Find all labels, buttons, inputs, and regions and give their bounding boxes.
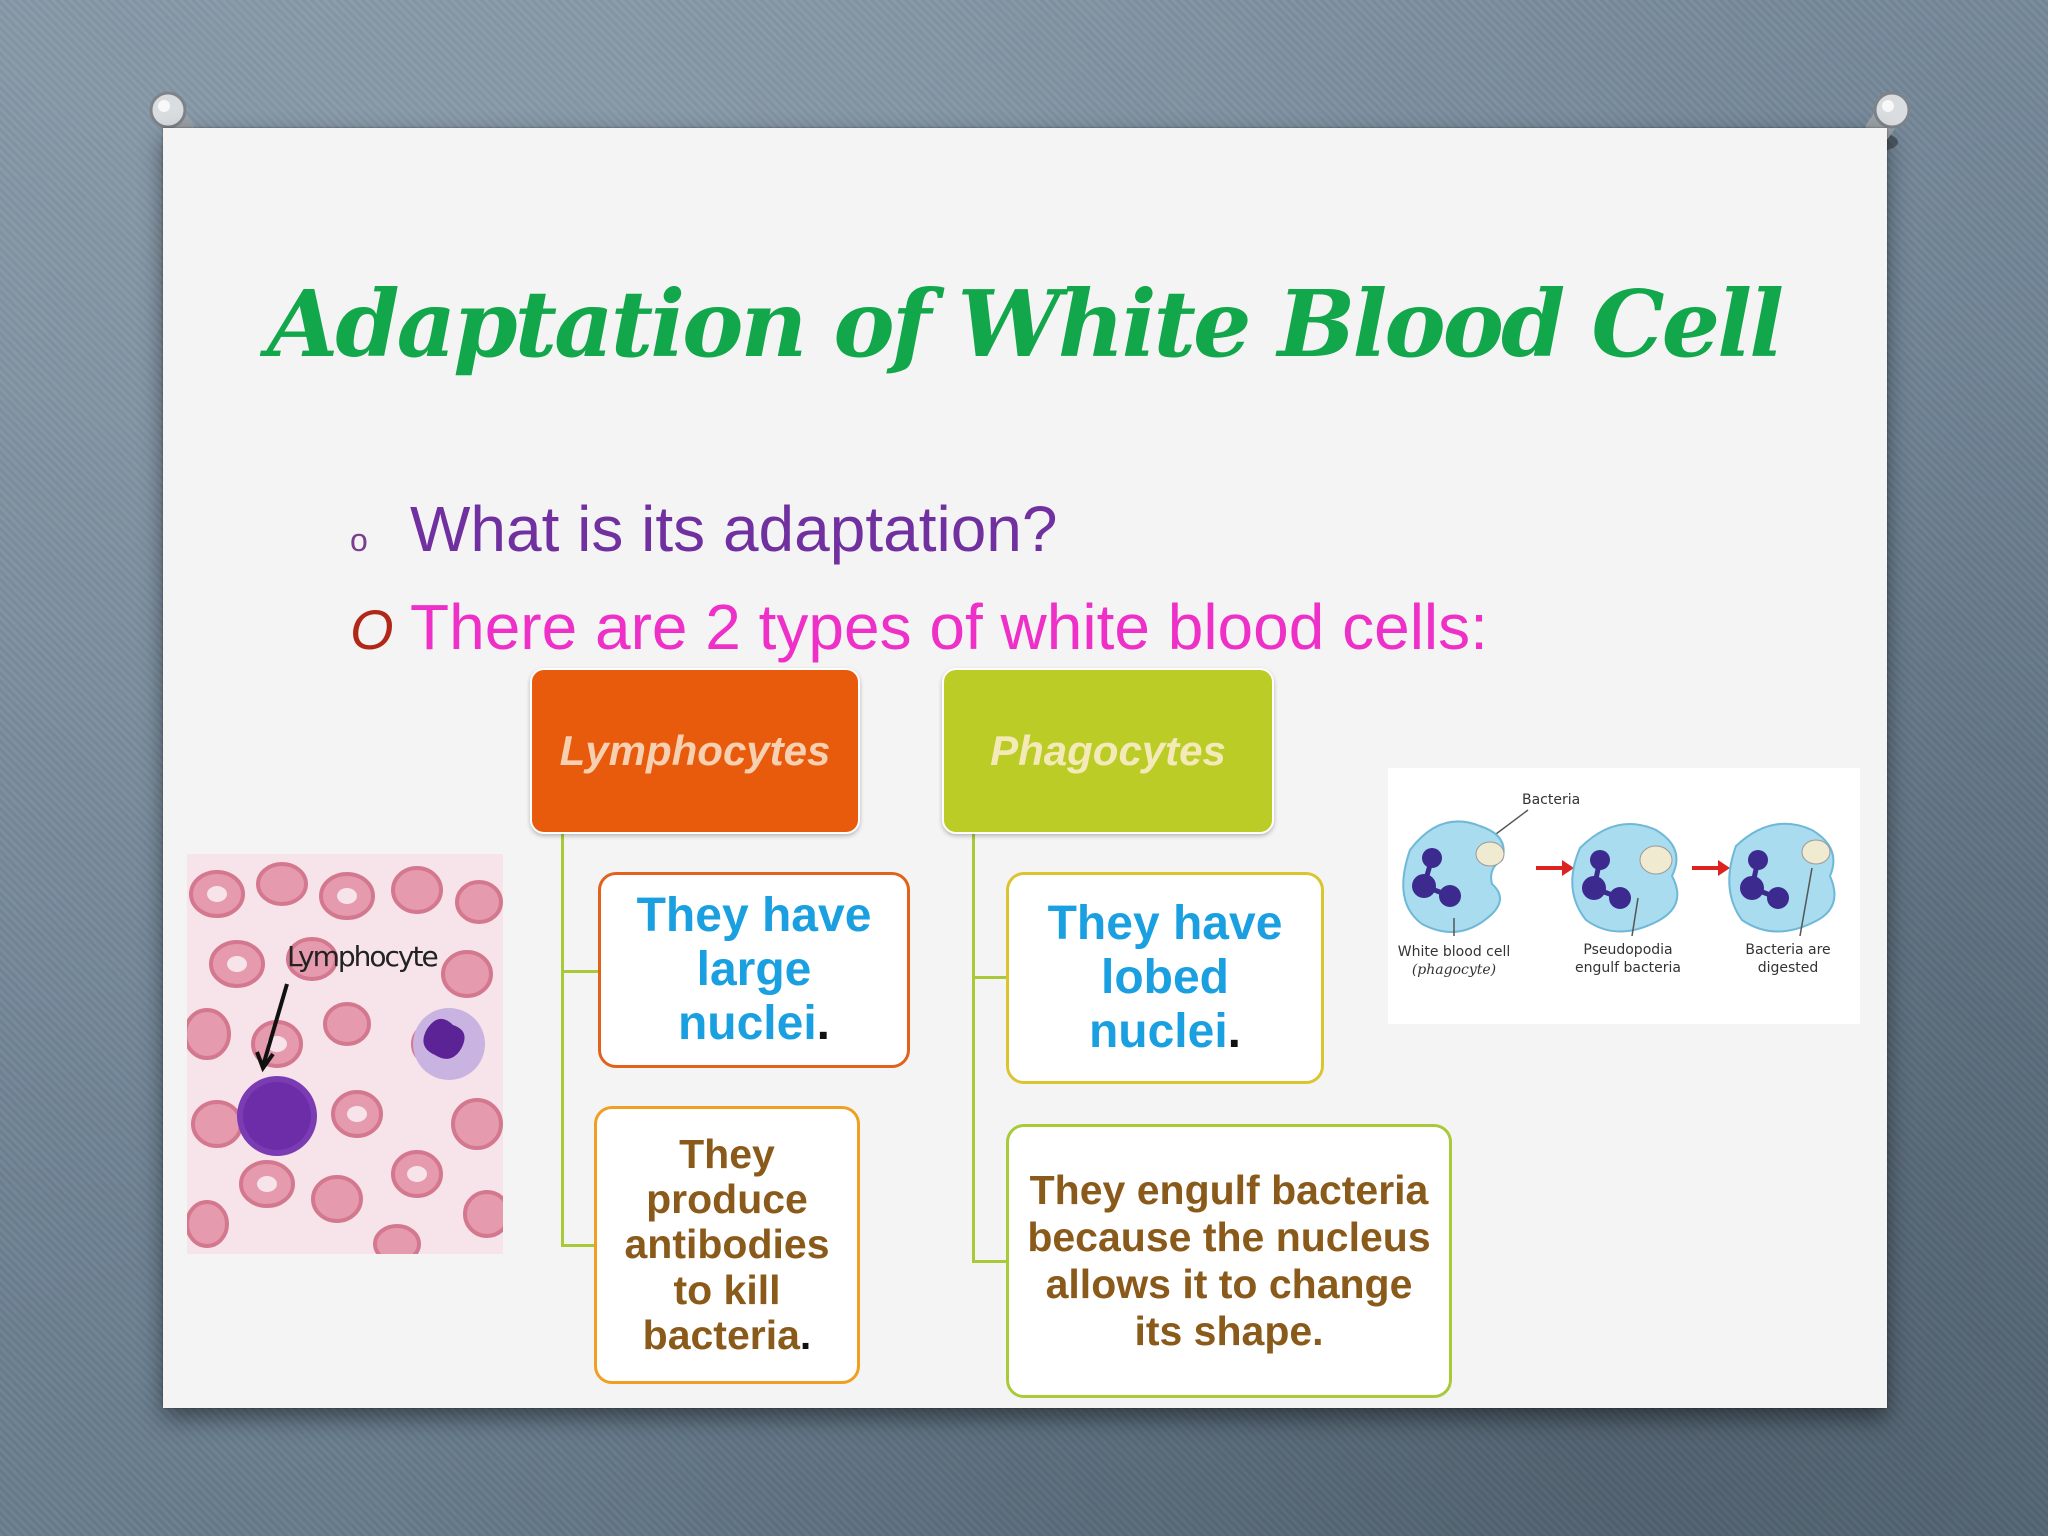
diagram-label-pseudopodia: Pseudopodia — [1583, 942, 1672, 958]
diagram-drawing: Bacteria White blood cell (phagocyte) Ps… — [1388, 768, 1860, 1024]
phagocytosis-diagram: Bacteria White blood cell (phagocyte) Ps… — [1388, 768, 1860, 1024]
fact-period: . — [816, 996, 831, 1050]
slide-title: Adaptation of White Blood Cell — [266, 270, 1784, 378]
phagocytes-header: Phagocytes — [942, 668, 1274, 834]
phagocyte-fact-engulf: They engulf bacteria because the nucleus… — [1006, 1124, 1452, 1398]
lymphocyte-micrograph: Lymphocyte — [187, 854, 503, 1254]
diagram-label-engulf: engulf bacteria — [1575, 960, 1681, 976]
connector-line — [561, 970, 598, 973]
connector-line — [561, 830, 564, 1246]
connector-line — [561, 1244, 594, 1247]
connector-line — [972, 976, 1006, 979]
lymphocytes-header: Lymphocytes — [530, 668, 860, 834]
micrograph-label: Lymphocyte — [287, 940, 437, 973]
lymphocyte-fact-antibodies: They produce antibodies to kill bacteria… — [594, 1106, 860, 1384]
diagram-label-cell: White blood cell — [1398, 944, 1511, 960]
fact-text: They have lobed nuclei — [1047, 897, 1283, 1058]
diagram-label-digested-2: digested — [1758, 960, 1819, 976]
bullet-marker: O — [350, 598, 394, 661]
fact-text: They have large nuclei — [636, 889, 872, 1050]
diagram-label-phagocyte: (phagocyte) — [1412, 962, 1496, 978]
fact-period: . — [1227, 1004, 1242, 1058]
fact-text: They engulf bacteria because the nucleus… — [1027, 1166, 1431, 1355]
bullet-question: o What is its adaptation? — [350, 492, 1057, 566]
diagram-label-bacteria: Bacteria — [1522, 792, 1580, 808]
connector-line — [972, 830, 975, 1262]
phagocyte-fact-nuclei: They have lobed nuclei. — [1006, 872, 1324, 1084]
fact-period: . — [799, 1311, 812, 1358]
bullet-text: What is its adaptation? — [410, 493, 1058, 565]
lymphocyte-fact-nuclei: They have large nuclei. — [598, 872, 910, 1068]
diagram-label-digested-1: Bacteria are — [1745, 942, 1830, 958]
connector-line — [972, 1260, 1006, 1263]
micrograph-drawing: Lymphocyte — [187, 854, 503, 1254]
fact-text: They produce antibodies to kill bacteria — [624, 1131, 830, 1358]
bullet-types: O There are 2 types of white blood cells… — [350, 590, 1488, 664]
bullet-text: There are 2 types of white blood cells: — [410, 591, 1488, 663]
bullet-marker: o — [350, 522, 368, 558]
